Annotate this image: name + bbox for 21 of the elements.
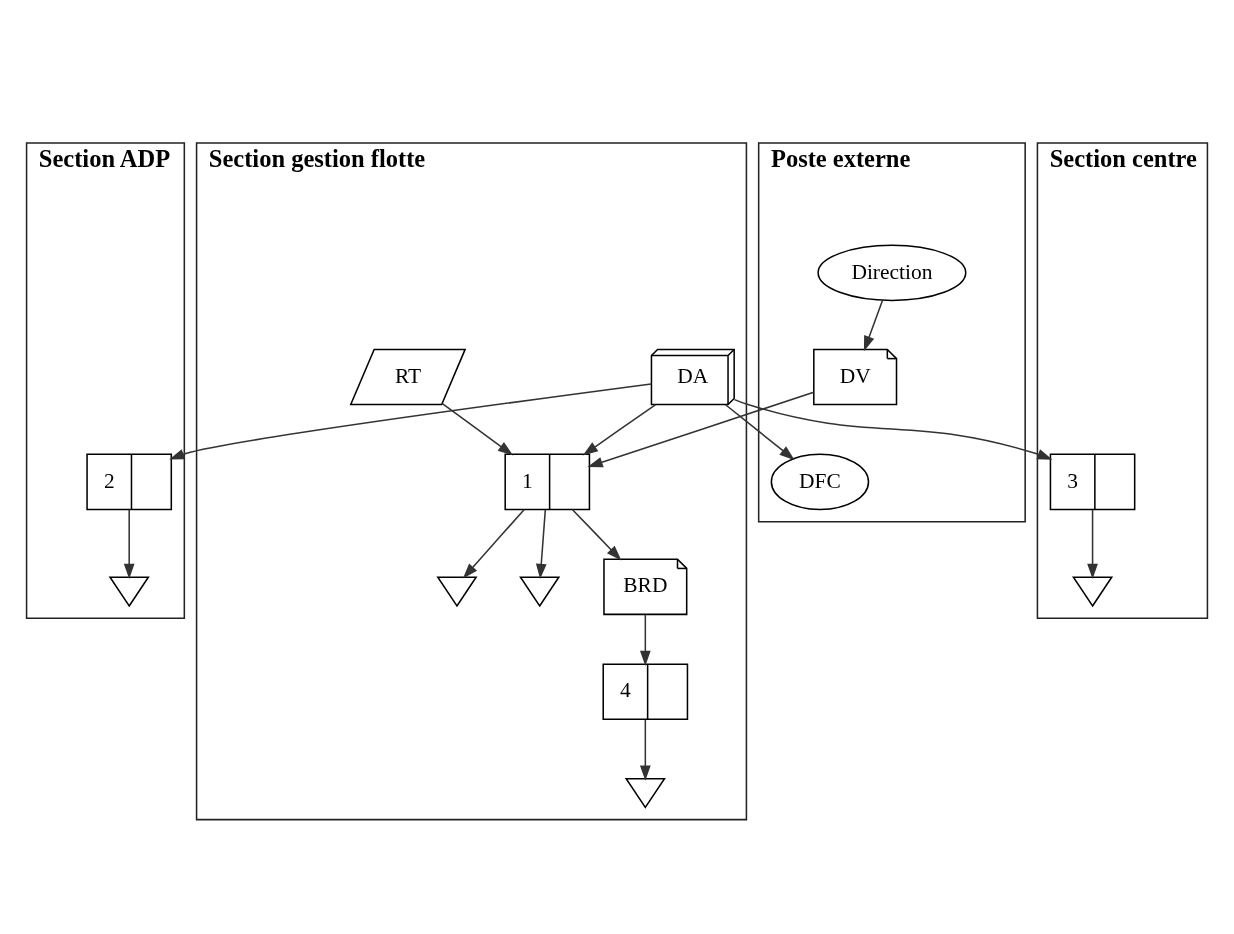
arrow [169,383,652,460]
arrow [639,719,651,781]
node-hourglass [624,777,666,809]
arrow [639,613,651,666]
node-ellipse: DFC [770,453,870,511]
arrow [571,508,622,561]
arrow [582,404,657,456]
arrow [123,508,135,580]
arrow [1087,508,1098,580]
arrow [733,398,1053,460]
arrow [462,508,525,579]
node-hourglass [519,576,561,608]
node-hourglass [108,576,150,608]
arrow [724,404,795,461]
arrow [587,391,815,468]
arrow [863,299,884,352]
node-hourglass [436,576,478,608]
arrow [535,508,547,580]
node-hourglass [1072,576,1114,608]
node-ellipse: Direction [817,244,967,302]
arrow [441,402,514,456]
